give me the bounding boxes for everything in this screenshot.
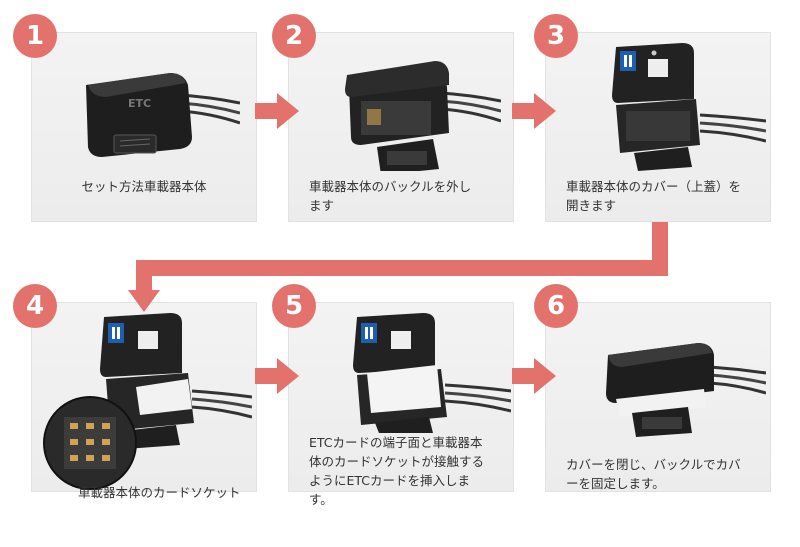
device-label-1: ETC bbox=[128, 97, 151, 110]
step-caption-2: 車載器本体のバックルを外し ます bbox=[309, 179, 472, 213]
step-panel-4: 車載器本体のカードソケット bbox=[31, 302, 257, 500]
etc-unit-buckle-open-image bbox=[345, 61, 501, 171]
step-number-1: 1 bbox=[13, 14, 57, 58]
etc-unit-cover-open-image bbox=[612, 43, 766, 171]
arrow-2-to-3 bbox=[512, 93, 556, 129]
arrow-1-to-2 bbox=[255, 93, 299, 129]
arrow-3-to-4 bbox=[128, 222, 668, 312]
card-socket-closeup bbox=[43, 396, 137, 490]
step-panel-1: ETC セット方法車載器本体 bbox=[31, 32, 257, 222]
step-number-4: 4 bbox=[13, 284, 57, 328]
etc-unit-card-socket-image bbox=[100, 313, 252, 449]
etc-unit-card-inserted-image bbox=[353, 313, 511, 433]
arrow-4-to-5 bbox=[255, 358, 299, 394]
step-caption-6: カバーを閉じ、バックルでカバ ーを固定します。 bbox=[566, 457, 741, 491]
step-caption-3: 車載器本体のカバー（上蓋）を 開きます bbox=[566, 179, 742, 213]
step-panel-2: 車載器本体のバックルを外し ます bbox=[288, 32, 514, 222]
step-caption-4: 車載器本体のカードソケット bbox=[78, 485, 241, 500]
step-number-2: 2 bbox=[272, 14, 316, 58]
step-panel-6: カバーを閉じ、バックルでカバ ーを固定します。 bbox=[545, 302, 771, 492]
step-number-3: 3 bbox=[534, 14, 578, 58]
step-panel-5: ETCカードの端子面と車載器本 体のカードソケットが接触する ようにETCカード… bbox=[288, 302, 514, 507]
step-caption-1: セット方法車載器本体 bbox=[81, 179, 207, 194]
step-caption-5: ETCカードの端子面と車載器本 体のカードソケットが接触する ようにETCカード… bbox=[309, 435, 485, 507]
arrow-5-to-6 bbox=[512, 358, 556, 394]
step-number-5: 5 bbox=[272, 284, 316, 328]
etc-unit-closed-with-card-image bbox=[606, 343, 766, 437]
step-number-6: 6 bbox=[534, 284, 578, 328]
etc-unit-closed-image: ETC bbox=[86, 73, 240, 157]
step-panel-3: 車載器本体のカバー（上蓋）を 開きます bbox=[545, 32, 771, 222]
